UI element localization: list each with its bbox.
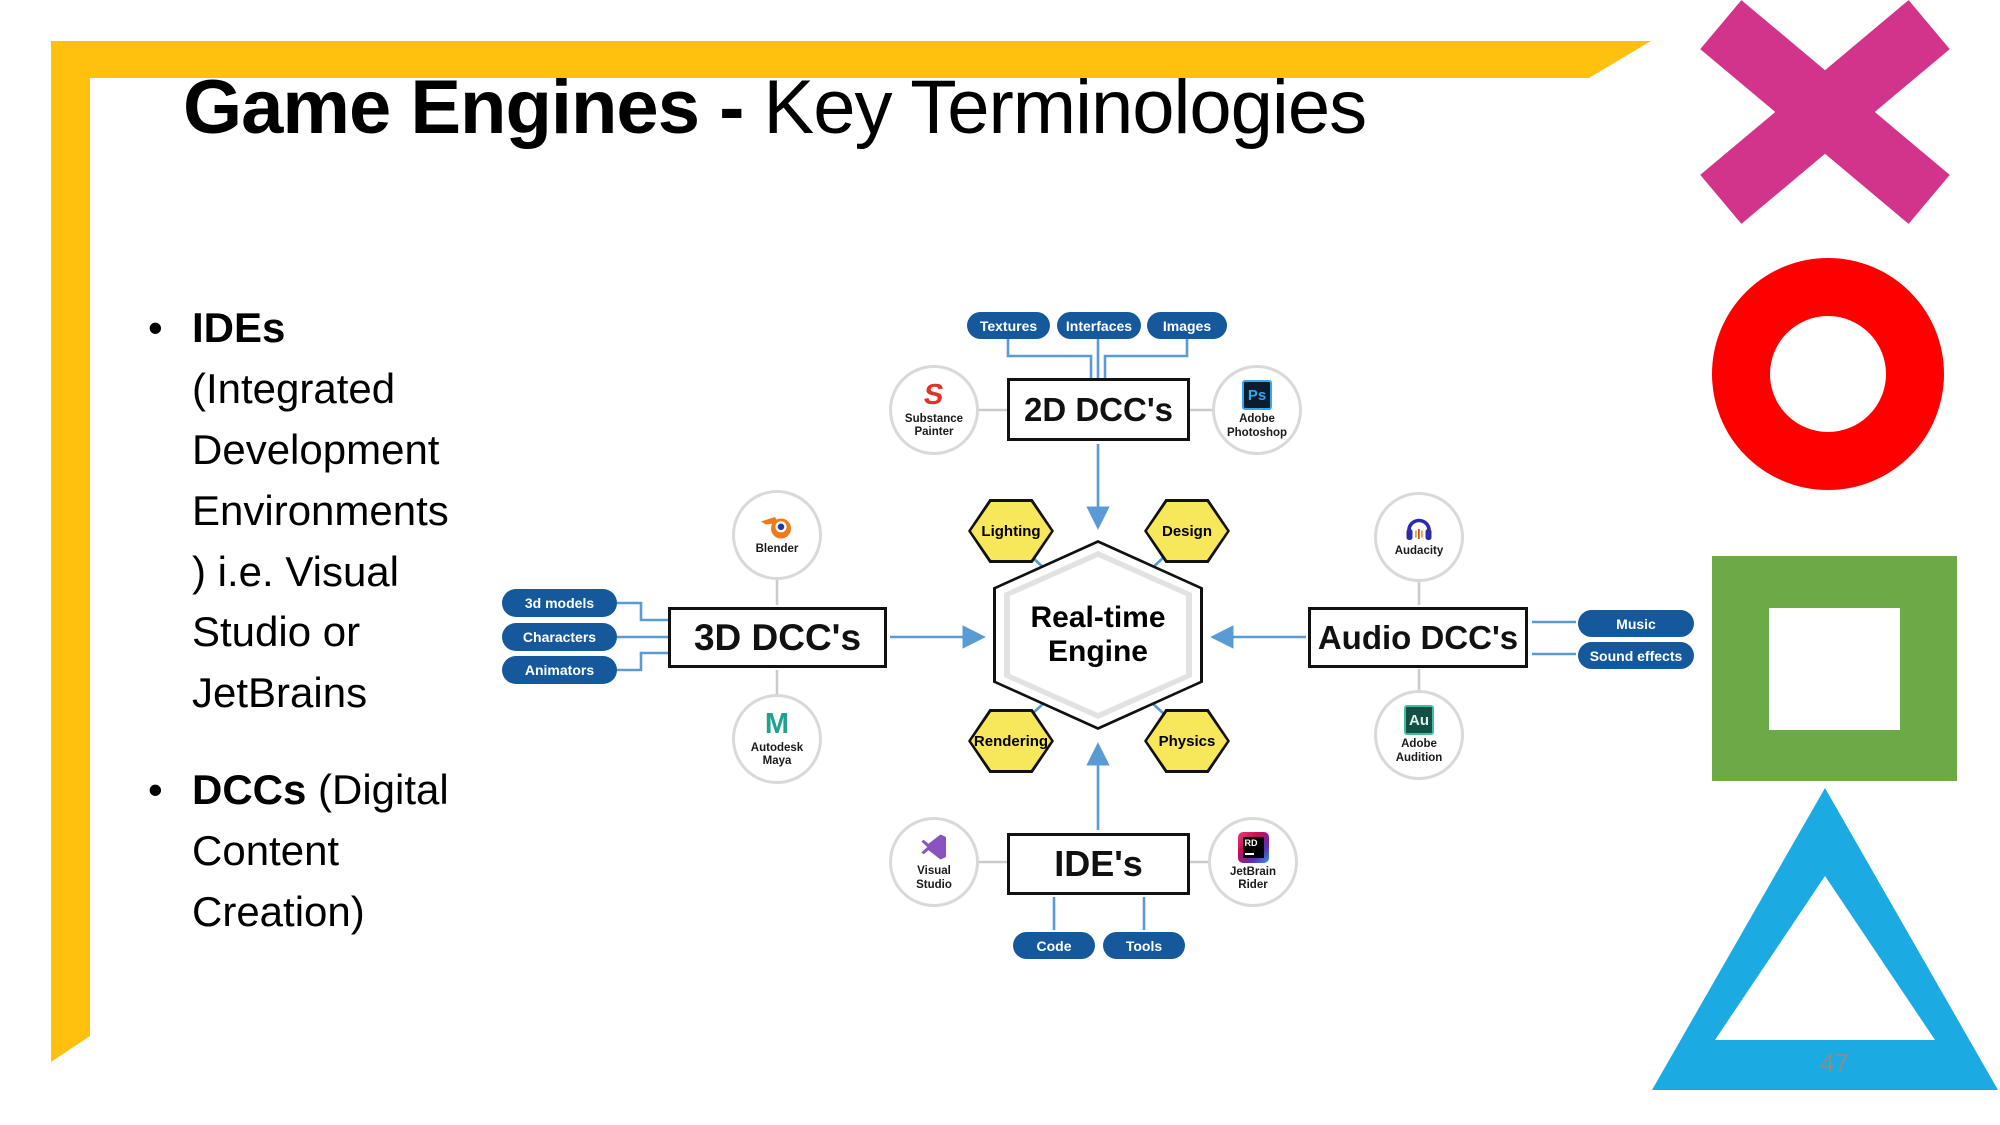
pill-images: Images xyxy=(1147,312,1227,339)
frame-left-bar xyxy=(51,41,90,1062)
cross-shape-icon xyxy=(1700,0,1950,224)
hexagon-design: Design xyxy=(1144,499,1230,563)
tool-jetbrains-rider: RD JetBrain Rider xyxy=(1208,817,1298,907)
hexagon-lighting: Lighting xyxy=(968,499,1054,563)
pill-characters: Characters xyxy=(502,623,617,651)
pill-tools: Tools xyxy=(1103,932,1185,959)
substance-painter-icon: S xyxy=(922,378,946,411)
pill-music: Music xyxy=(1578,610,1694,637)
bullet-glyph: • xyxy=(148,304,163,351)
visual-studio-icon xyxy=(921,834,946,860)
maya-icon: M xyxy=(764,707,790,740)
box-ides: IDE's xyxy=(1007,833,1190,895)
tool-blender: Blender xyxy=(732,490,822,580)
title-bold: Game Engines - xyxy=(183,65,744,150)
audition-icon: Au xyxy=(1404,705,1434,736)
pill-3d-models: 3d models xyxy=(502,589,617,617)
page-title: Game Engines - Key Terminologies xyxy=(183,64,1368,151)
tool-visual-studio: Visual Studio xyxy=(889,817,979,907)
blender-icon xyxy=(761,517,791,539)
tool-adobe-audition: Au Adobe Audition xyxy=(1374,690,1464,780)
realtime-engine-label: Real-time Engine xyxy=(1030,601,1166,668)
pill-code: Code xyxy=(1013,932,1095,959)
rider-icon: RD xyxy=(1237,831,1269,863)
frame-top-bar xyxy=(51,41,1651,78)
photoshop-icon: Ps xyxy=(1242,380,1272,411)
audacity-icon xyxy=(1406,518,1432,540)
bullet-list: • IDEs (Integrated Development Environme… xyxy=(148,298,528,943)
hexagon-rendering: Rendering xyxy=(968,709,1054,773)
pill-interfaces: Interfaces xyxy=(1057,312,1141,339)
pill-animators: Animators xyxy=(502,656,617,684)
square-shape-icon xyxy=(1712,556,1957,781)
list-item: • IDEs (Integrated Development Environme… xyxy=(148,298,528,724)
hexagon-physics: Physics xyxy=(1144,709,1230,773)
pill-textures: Textures xyxy=(967,312,1050,339)
list-item: • DCCs (Digital Content Creation) xyxy=(148,760,528,943)
bullet-text-ides: IDEs (Integrated Development Environment… xyxy=(192,304,449,717)
tool-adobe-photoshop: Ps Adobe Photoshop xyxy=(1212,365,1302,455)
box-3d-dccs: 3D DCC's xyxy=(668,607,887,668)
triangle-shape-icon xyxy=(1652,788,1998,1090)
title-regular: Key Terminologies xyxy=(743,65,1368,150)
tool-audacity: Audacity xyxy=(1374,492,1464,582)
box-2d-dccs: 2D DCC's xyxy=(1007,378,1190,441)
bullet-glyph: • xyxy=(148,766,163,814)
tool-substance-painter: S Substance Painter xyxy=(889,365,979,455)
page-number: 47 xyxy=(1820,1048,1849,1078)
tool-autodesk-maya: M Autodesk Maya xyxy=(732,694,822,784)
circle-shape-icon xyxy=(1712,258,1944,490)
realtime-engine-node: Real-time Engine xyxy=(993,540,1203,730)
bullet-text-dccs: DCCs (Digital Content Creation) xyxy=(192,766,449,936)
box-audio-dccs: Audio DCC's xyxy=(1308,607,1528,668)
pill-sound-effects: Sound effects xyxy=(1578,642,1694,669)
